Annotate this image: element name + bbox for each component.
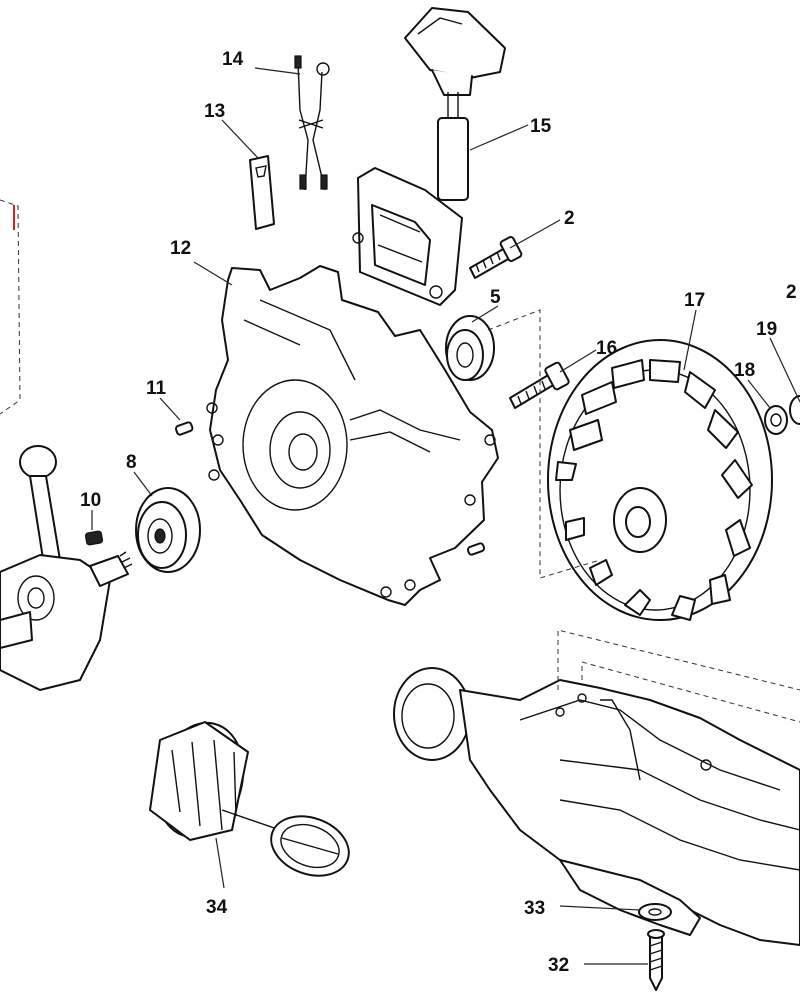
left-dashed-frame	[0, 199, 21, 415]
callout-15: 15	[530, 116, 552, 137]
callout-19: 19	[756, 319, 777, 340]
part-13-connector[interactable]	[249, 155, 275, 230]
callout-16: 16	[596, 338, 617, 359]
part-2-bolt[interactable]	[469, 236, 523, 279]
callout-13: 13	[204, 101, 225, 122]
callout-11: 11	[146, 378, 167, 399]
ignition-coil[interactable]	[352, 167, 463, 306]
part-33-washer[interactable]	[638, 903, 672, 921]
part-17-flywheel[interactable]	[547, 339, 773, 621]
callout-12: 12	[170, 238, 191, 259]
callout-10: 10	[80, 490, 101, 511]
crankshaft-assembly[interactable]	[0, 445, 133, 691]
part-19-nut[interactable]	[789, 395, 800, 425]
part-11-pin[interactable]	[174, 421, 194, 436]
callout-33: 33	[524, 898, 545, 919]
callout-8: 8	[126, 452, 137, 473]
part-8-bearing[interactable]	[135, 487, 201, 573]
callout-5: 5	[490, 287, 501, 308]
part-14-wire-harness[interactable]	[294, 55, 330, 191]
part-18-washer[interactable]	[764, 405, 788, 435]
part-34-fuel-cap[interactable]	[144, 713, 357, 886]
callout-14: 14	[222, 49, 244, 70]
part-5-oil-seal[interactable]	[445, 315, 495, 381]
muffler-shroud[interactable]	[393, 667, 800, 946]
callout-2-right: 2	[786, 282, 797, 303]
muffler-alignment-lines	[557, 629, 800, 723]
callout-labels: 14 13 15 2 2 12 5 16 17 19 18 11 8 10 33…	[80, 49, 797, 976]
dowel-pin[interactable]	[466, 542, 486, 556]
leader-lines	[91, 67, 800, 965]
callout-17: 17	[684, 290, 705, 311]
callout-18: 18	[734, 360, 755, 381]
callout-2-upper: 2	[564, 208, 575, 229]
callout-34: 34	[206, 897, 228, 918]
callout-32: 32	[548, 955, 569, 976]
part-10-key[interactable]	[84, 530, 104, 546]
flywheel-alignment-lines	[487, 309, 601, 579]
part-32-screw[interactable]	[647, 929, 665, 991]
part-16-bolt[interactable]	[509, 361, 570, 409]
part-12-crankcase[interactable]	[206, 265, 499, 606]
part-15-plug-cap[interactable]	[404, 7, 506, 201]
